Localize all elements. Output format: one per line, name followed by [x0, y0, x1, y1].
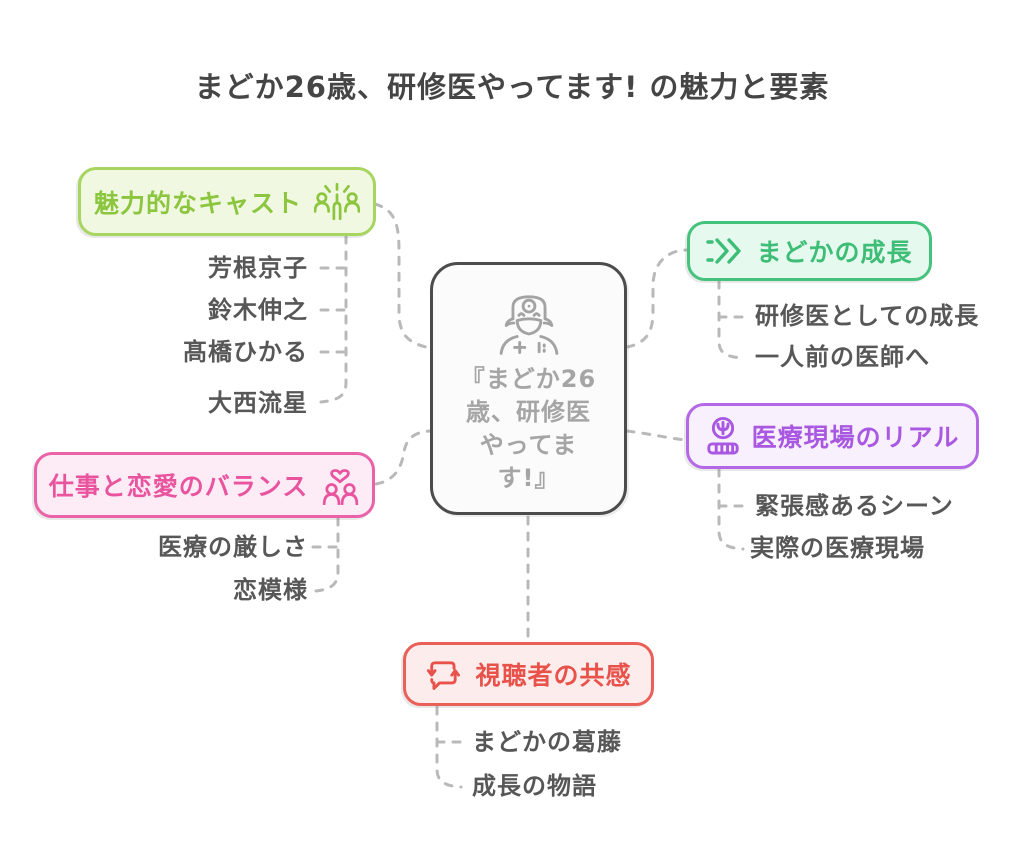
- branch-cast: 魅力的なキャスト: [78, 167, 376, 236]
- branch-empathy: 視聴者の共感: [403, 642, 654, 706]
- branch-medical-label: 医療現場のリアル: [751, 423, 960, 452]
- team-celebration-icon: [314, 182, 360, 222]
- growth-item: 一人前の医師へ: [755, 343, 930, 371]
- center-node-label: 『まどか26 歳、研修医 やってま す!』: [460, 365, 597, 493]
- cast-item: 髙橋ひかる: [183, 338, 308, 366]
- cast-item: 芳根京子: [208, 254, 308, 282]
- balance-item: 医療の厳しさ: [158, 533, 308, 561]
- medical-item: 緊張感あるシーン: [755, 492, 954, 520]
- branch-growth-label: まどかの成長: [756, 238, 913, 267]
- cast-item: 大西流星: [208, 389, 308, 417]
- cast-item: 鈴木伸之: [208, 296, 308, 324]
- branch-cast-label: 魅力的なキャスト: [93, 188, 302, 218]
- balance-item: 恋模様: [233, 576, 308, 604]
- couple-heart-icon: [320, 465, 360, 505]
- branch-balance: 仕事と恋愛のバランス: [34, 452, 375, 518]
- empathy-item: まどかの葛藤: [472, 728, 622, 756]
- chat-exchange-icon: [425, 657, 463, 691]
- page-title: まどか26歳、研修医やってます! の魅力と要素: [194, 70, 830, 104]
- growth-item: 研修医としての成長: [755, 302, 980, 330]
- branch-medical: 医療現場のリアル: [686, 403, 979, 469]
- fast-forward-icon: [706, 236, 744, 266]
- empathy-item: 成長の物語: [472, 772, 597, 800]
- branch-empathy-label: 視聴者の共感: [475, 661, 632, 690]
- award-medal-icon: [706, 416, 740, 456]
- doctor-icon: [491, 287, 567, 359]
- branch-balance-label: 仕事と恋愛のバランス: [48, 472, 309, 501]
- medical-item: 実際の医療現場: [750, 534, 925, 562]
- branch-growth: まどかの成長: [687, 221, 932, 281]
- center-node: 『まどか26 歳、研修医 やってま す!』: [430, 262, 627, 515]
